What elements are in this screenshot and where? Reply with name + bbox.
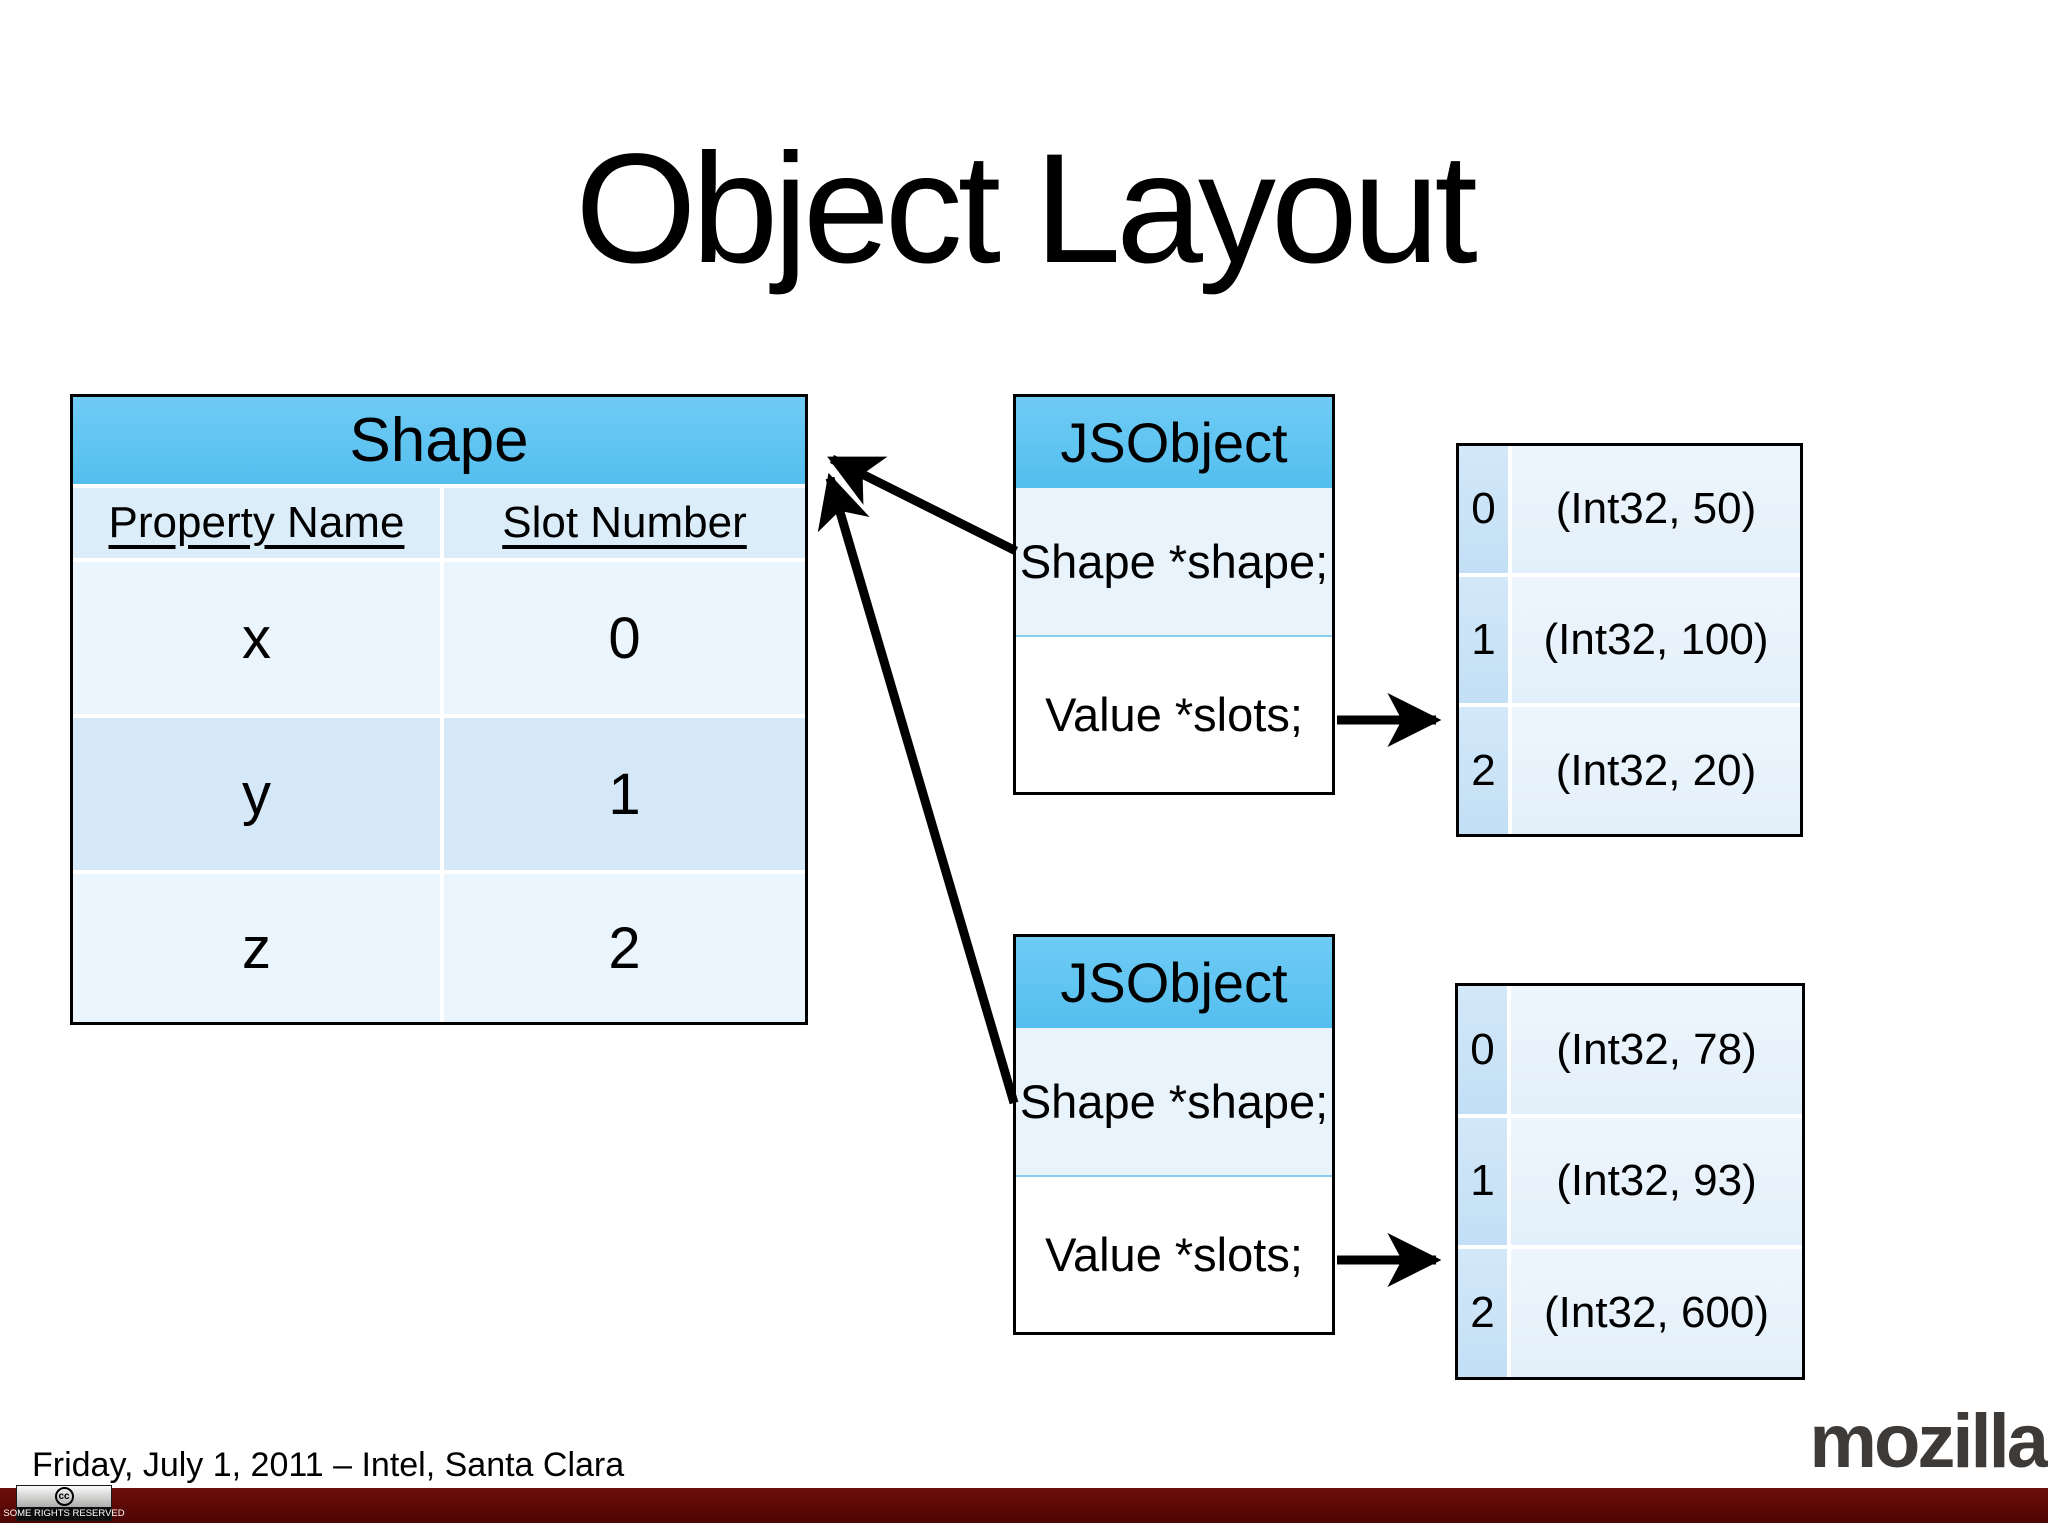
- cc-icon: cc: [54, 1487, 74, 1506]
- shape-row-property: y: [73, 718, 440, 870]
- slot-value: (Int32, 93): [1511, 1117, 1802, 1246]
- arrow-shape1-to-shapetable: [827, 454, 1019, 556]
- slot-value: (Int32, 78): [1511, 986, 1802, 1114]
- slot-index: 2: [1458, 1249, 1507, 1377]
- shape-row-slot: 2: [444, 874, 805, 1022]
- slot-value: (Int32, 50): [1512, 446, 1800, 573]
- slot-index: 1: [1459, 576, 1508, 704]
- cc-badge-top: cc: [17, 1486, 111, 1507]
- jsobject-field-slots: Value *slots;: [1016, 637, 1332, 792]
- arrow-shape2-to-shapetable: [817, 472, 1019, 1105]
- slot-array-1: 0 (Int32, 50) 1 (Int32, 100) 2 (Int32, 2…: [1456, 443, 1803, 837]
- shape-row-property: z: [73, 874, 440, 1022]
- shape-table-title: Shape: [73, 397, 805, 484]
- jsobject-field-shape: Shape *shape;: [1016, 1028, 1332, 1177]
- cc-badge-label: SOME RIGHTS RESERVED: [3, 1507, 125, 1520]
- slot-index: 0: [1458, 986, 1507, 1114]
- shape-row-slot: 1: [444, 718, 805, 870]
- slot-index: 2: [1459, 707, 1508, 834]
- slot-value: (Int32, 600): [1511, 1249, 1802, 1377]
- slot-index: 1: [1458, 1117, 1507, 1246]
- jsobject-title: JSObject: [1016, 397, 1332, 488]
- slot-value: (Int32, 20): [1512, 707, 1800, 834]
- jsobject-field-shape: Shape *shape;: [1016, 488, 1332, 637]
- cc-license-badge[interactable]: cc SOME RIGHTS RESERVED: [3, 1485, 125, 1521]
- footer-date: Friday, July 1, 2011 – Intel, Santa Clar…: [32, 1446, 625, 1484]
- shape-row-property: x: [73, 562, 440, 714]
- slot-index: 0: [1459, 446, 1508, 573]
- footer-bar: [0, 1488, 2048, 1523]
- jsobject-title: JSObject: [1016, 937, 1332, 1028]
- shape-table-col-property: Property Name: [73, 488, 440, 558]
- mozilla-logo: mozilla: [1809, 1399, 2048, 1484]
- shape-table: Shape Property Name Slot Number x 0 y 1 …: [70, 394, 808, 1025]
- slot-value: (Int32, 100): [1512, 576, 1800, 704]
- shape-row-slot: 0: [444, 562, 805, 714]
- jsobject-box-2: JSObject Shape *shape; Value *slots;: [1013, 934, 1335, 1335]
- jsobject-box-1: JSObject Shape *shape; Value *slots;: [1013, 394, 1335, 795]
- slot-array-2: 0 (Int32, 78) 1 (Int32, 93) 2 (Int32, 60…: [1455, 983, 1805, 1380]
- page-title: Object Layout: [575, 122, 1478, 296]
- jsobject-field-slots: Value *slots;: [1016, 1177, 1332, 1332]
- shape-table-col-slot: Slot Number: [444, 488, 805, 558]
